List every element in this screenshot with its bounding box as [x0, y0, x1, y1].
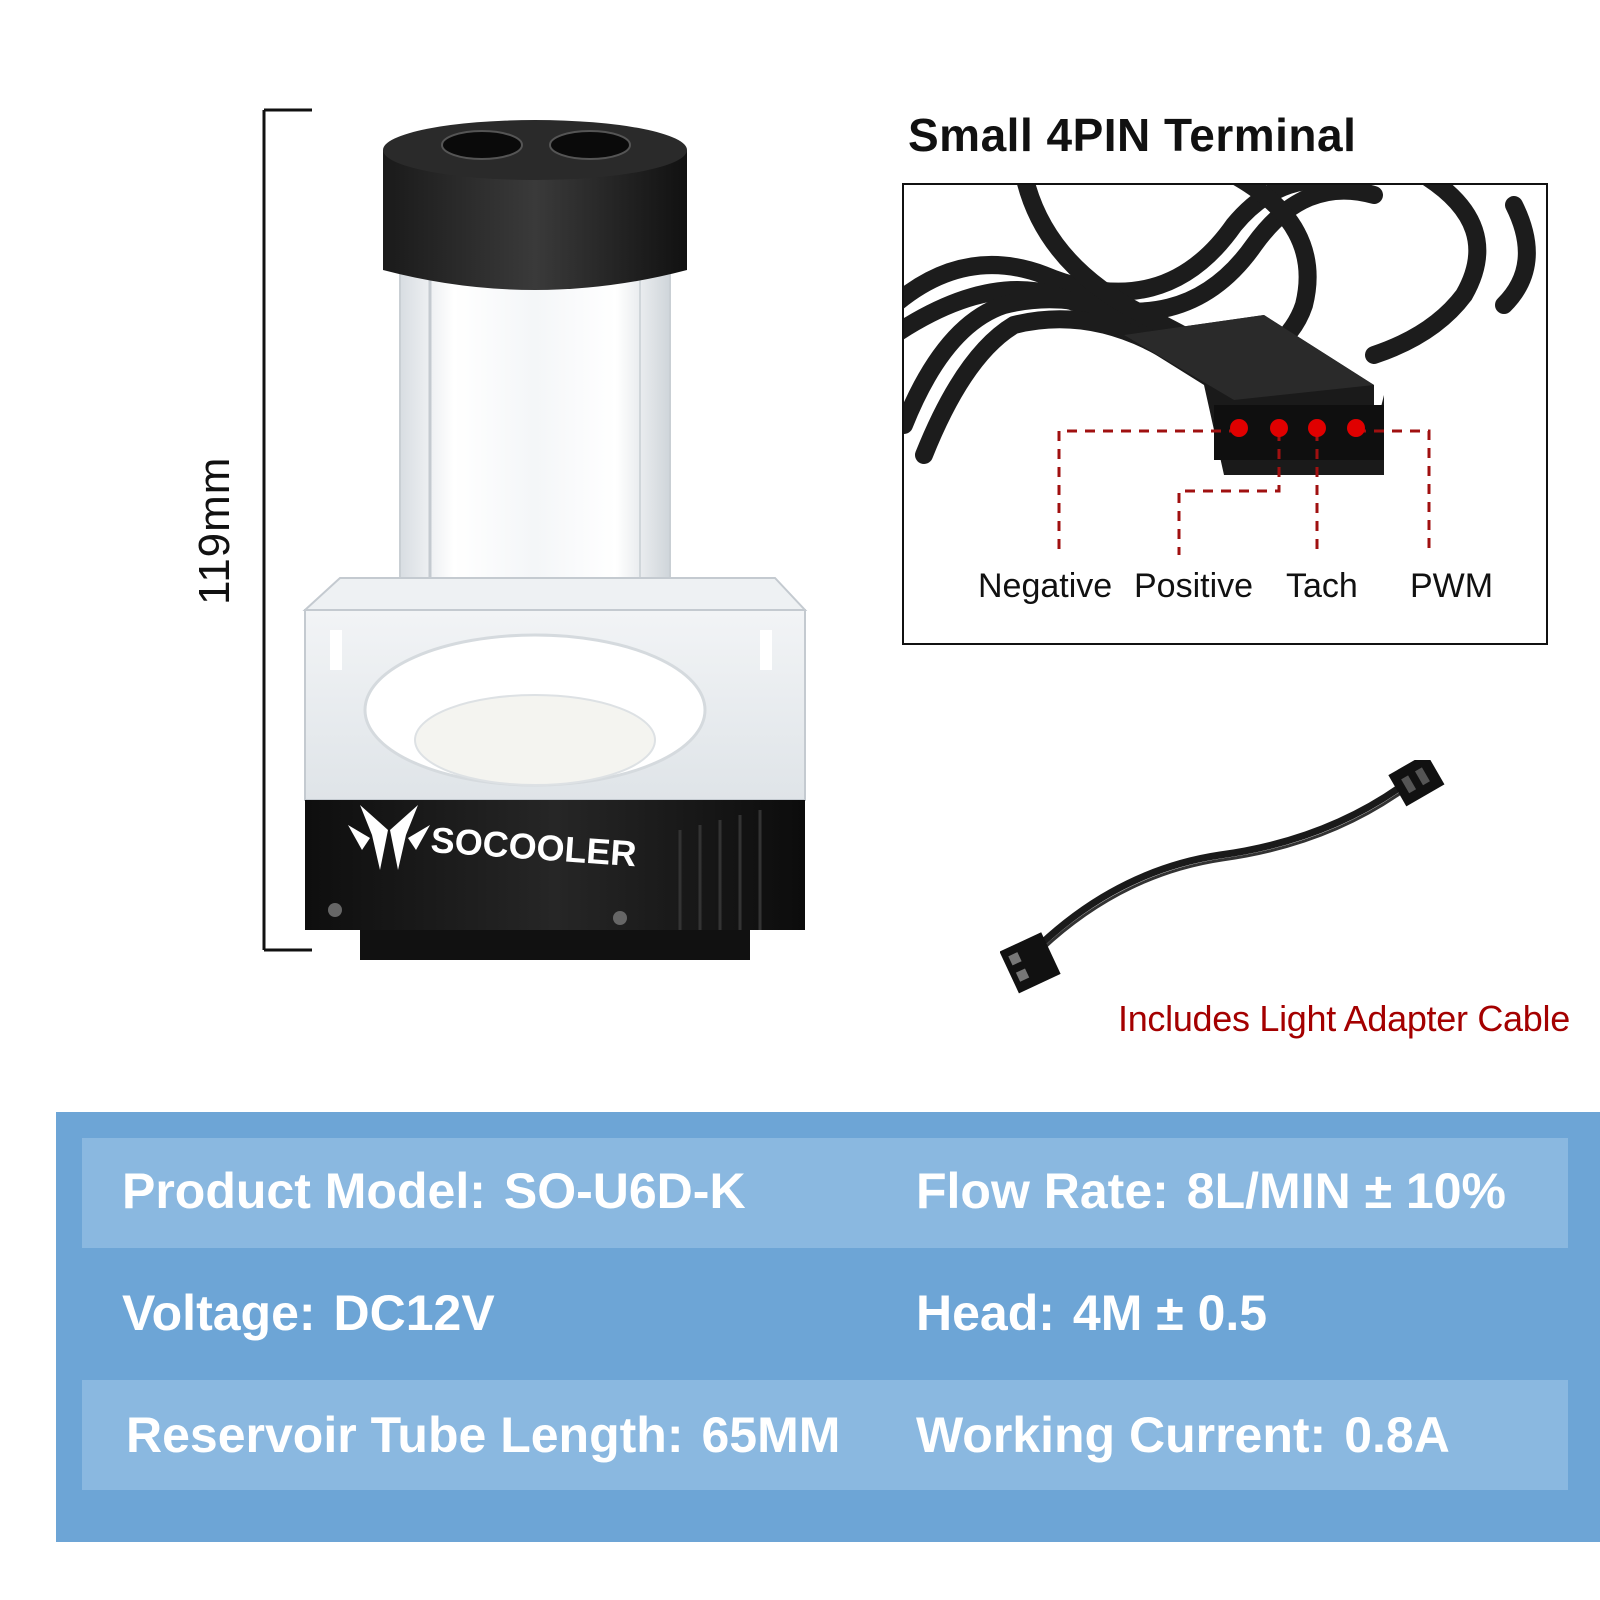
pin-positive-dot — [1270, 419, 1288, 437]
spec-value: 65MM — [701, 1407, 841, 1463]
spec-row-band — [82, 1138, 1568, 1248]
spec-table: Product Model: SO-U6D-K Flow Rate: 8L/MIN … — [56, 1112, 1600, 1542]
pin-label-negative: Negative — [978, 567, 1113, 605]
spec-reservoir-tube-length: Reservoir Tube Length: 65MM — [126, 1406, 840, 1464]
spec-value: SO-U6D-K — [503, 1163, 746, 1219]
spec-label: Reservoir Tube Length: — [126, 1407, 684, 1463]
spec-label: Flow Rate: — [916, 1163, 1169, 1219]
spec-value: 4M ± 0.5 — [1072, 1285, 1268, 1341]
spec-flow-rate: Flow Rate: 8L/MIN ± 10% — [916, 1162, 1506, 1220]
spec-voltage: Voltage: DC12V — [122, 1284, 495, 1342]
pin-negative-dot — [1230, 419, 1248, 437]
terminal-diagram-box: Negative Positive Tach PWM — [902, 183, 1548, 645]
spec-label: Head: — [916, 1285, 1055, 1341]
pin-label-pwm: PWM — [1410, 567, 1494, 605]
spec-row-band — [82, 1380, 1568, 1490]
pin-label-positive: Positive — [1134, 567, 1254, 605]
spec-value: 8L/MIN ± 10% — [1186, 1163, 1506, 1219]
pump-reservoir-image: SOCOOLER — [302, 120, 808, 960]
pin-pwm-dot — [1347, 419, 1365, 437]
spec-label: Product Model: — [122, 1163, 486, 1219]
pin-label-tach: Tach — [1286, 567, 1358, 605]
spec-product-model: Product Model: SO-U6D-K — [122, 1162, 746, 1220]
terminal-connector-image — [904, 185, 1536, 555]
spec-value: 0.8A — [1344, 1407, 1450, 1463]
height-dimension-bracket — [262, 108, 312, 952]
spec-head: Head: 4M ± 0.5 — [916, 1284, 1267, 1342]
pin-tach-dot — [1308, 419, 1326, 437]
spec-working-current: Working Current: 0.8A — [916, 1406, 1450, 1464]
adapter-cable-caption: Includes Light Adapter Cable — [1118, 998, 1570, 1039]
spec-value: DC12V — [333, 1285, 495, 1341]
spec-label: Working Current: — [916, 1407, 1327, 1463]
light-adapter-cable-image — [1000, 760, 1445, 994]
terminal-title: Small 4PIN Terminal — [908, 109, 1357, 161]
spec-label: Voltage: — [122, 1285, 316, 1341]
socooler-wings-logo-icon — [348, 805, 430, 870]
height-dimension-label: 119mm — [190, 456, 239, 605]
